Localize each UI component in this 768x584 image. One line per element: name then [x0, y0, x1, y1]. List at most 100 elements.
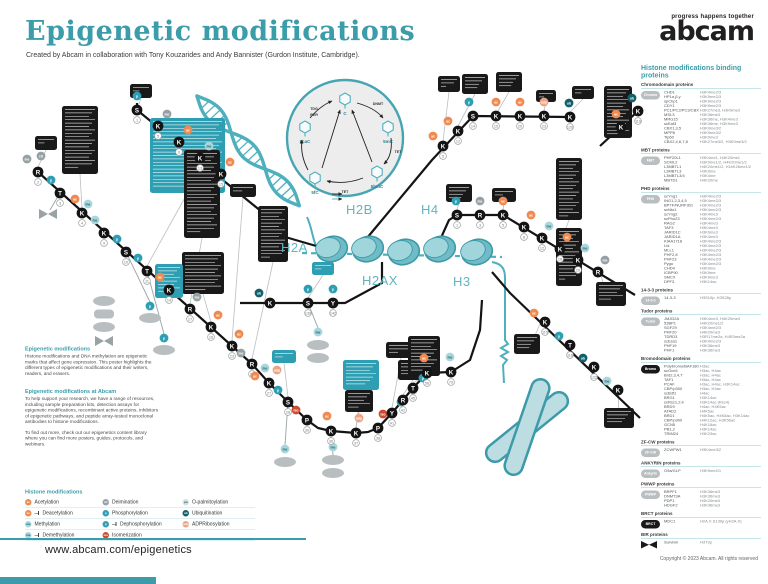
page-title: Epigenetic modifications	[25, 16, 416, 47]
protein-binding-marks: H3K4me2/3	[700, 261, 722, 267]
enzyme-callout	[343, 360, 379, 390]
reader-domain-shape	[274, 457, 296, 467]
protein-name: BRG1	[664, 395, 675, 401]
protein-binding-marks: H4K5ac, H4K8ac, H3K14ac	[700, 413, 750, 419]
protein-binding-marks: H3K4me3, H4K20me3	[700, 316, 741, 322]
modification-label: ac	[186, 128, 190, 132]
protein-name: ZCWPW1	[664, 447, 682, 453]
protein-name: scRsc1,2,4	[664, 400, 684, 405]
residue-number	[303, 426, 311, 434]
residue-number-label: 15	[494, 125, 498, 129]
modification-label: adp	[356, 416, 362, 420]
cycle-arrow	[351, 109, 373, 163]
residue-number-label: 120	[567, 126, 573, 130]
protein-binding-marks: H3K4me3	[700, 225, 718, 231]
protein-binding-marks: H3K9me	[700, 169, 716, 174]
residue-number	[499, 221, 507, 229]
modification-dot	[313, 327, 323, 337]
protein-name: 53BP1	[664, 321, 677, 326]
residue-letter: T	[58, 190, 62, 197]
protein-name: JARID1A	[664, 234, 681, 240]
residue-bead	[564, 111, 576, 123]
legend-item-label: Isomerization	[112, 532, 142, 539]
protein-name: PC1/PC2/PC3/CBX	[664, 108, 699, 113]
me-modification-icon: me	[25, 521, 32, 528]
protein-binding-marks: H3K9me2/1	[700, 468, 722, 474]
modification-dot	[611, 109, 621, 119]
protein-binding-marks: H3K9me3	[700, 230, 718, 235]
protein-binding-marks: H3K4me2/3	[700, 239, 722, 244]
residue-number	[566, 123, 574, 131]
protein-binding-marks: H3K4me2/3	[700, 243, 722, 249]
residue-bead	[518, 221, 530, 233]
residue-letter: K	[501, 212, 506, 219]
base-ring-icon	[371, 165, 383, 179]
protein-name: PHF2,8	[664, 252, 678, 258]
residue-bead	[467, 110, 479, 122]
modification-dot	[234, 329, 244, 339]
cit-modification-icon: cit	[102, 499, 109, 506]
modification-dot	[155, 272, 165, 282]
cycle-node-label: 5caC	[300, 139, 312, 144]
modification-dot	[445, 352, 455, 362]
modification-label: me	[263, 366, 268, 370]
residue-number	[78, 219, 86, 227]
residue-bead	[451, 209, 463, 221]
residue-number	[541, 328, 549, 336]
modification-label: ub	[630, 96, 634, 100]
modification-dot	[600, 255, 610, 265]
residue-letter: K	[230, 343, 235, 350]
residue-number-label: 28	[286, 411, 290, 415]
protein-binding-marks: H3K4me	[700, 173, 716, 179]
residue-number-label: 139	[305, 312, 311, 316]
modification-label: ac	[228, 160, 232, 164]
modification-dot	[526, 210, 536, 220]
footer-url[interactable]: www.abcam.com/epigenetics	[45, 544, 192, 556]
panel-section-name: ANKYRIN proteins	[641, 461, 761, 467]
residue-bead	[474, 209, 486, 221]
protein-name: CHD4	[664, 266, 675, 271]
Tudor-domain-icon: Tudor	[641, 317, 660, 326]
residue-number-label: 36	[329, 440, 333, 444]
protein-name: MLL1	[664, 248, 675, 253]
modification-label: ac	[216, 313, 220, 317]
panel-section-name: BIR proteins	[641, 532, 761, 539]
residue-letter: R	[36, 169, 41, 176]
domain-shape-icon: Chromo	[641, 90, 664, 144]
residue-bead	[372, 422, 384, 434]
modification-dot	[428, 131, 438, 141]
protein-name: scNto1	[664, 207, 677, 213]
modification-label: p	[116, 237, 118, 241]
PWWP-domain-icon: PWWP	[641, 490, 660, 499]
protein-binding-marks: H3K36me3	[700, 343, 721, 349]
domain-stem	[125, 251, 151, 303]
page-subtitle: Created by Abcam in collaboration with T…	[26, 52, 360, 59]
protein-binding-marks: H3S10p, H3S28p	[700, 295, 732, 301]
residue-number-label: 14	[471, 125, 475, 129]
residue-bead	[163, 284, 175, 296]
reader-domain-shape	[307, 340, 329, 350]
modification-dot	[70, 194, 80, 204]
residue-bead	[445, 366, 457, 378]
base-ring-icon	[309, 171, 321, 185]
